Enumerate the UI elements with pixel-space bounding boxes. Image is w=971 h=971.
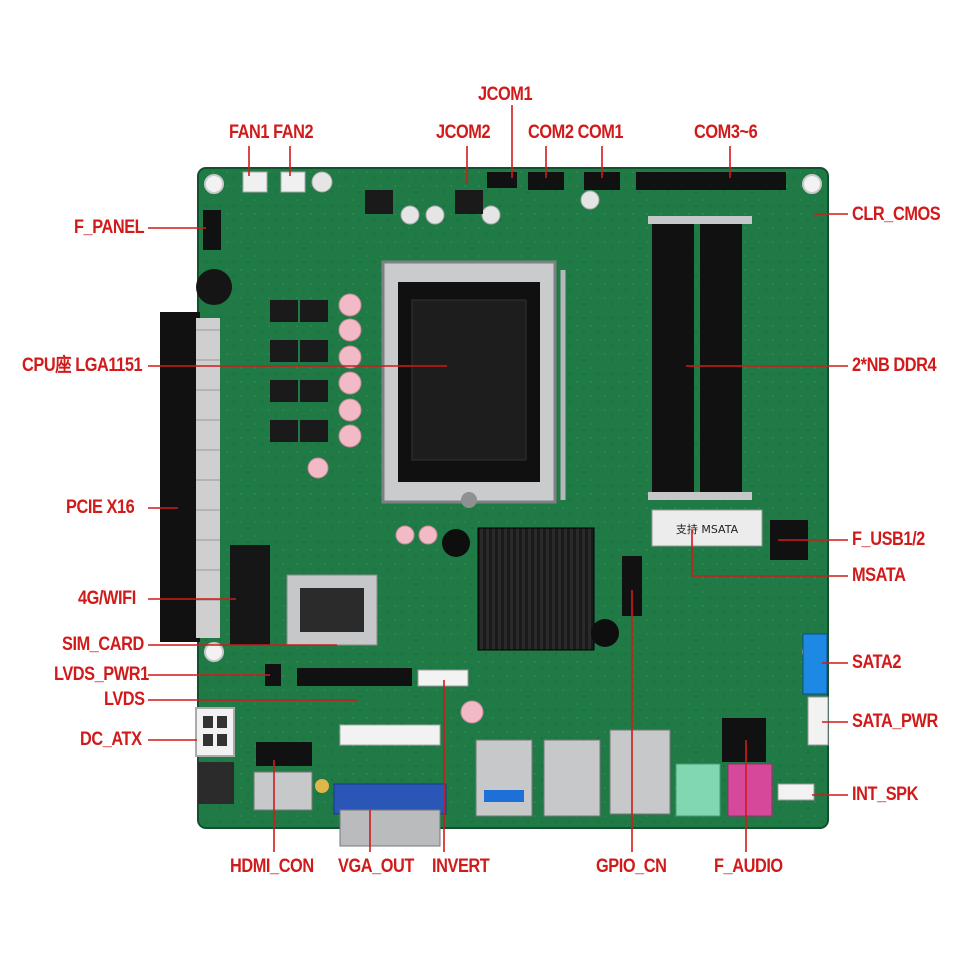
pcie-x16-slot [160, 312, 200, 642]
label-int-spk: INT_SPK [852, 784, 919, 805]
lvds-pwr1-header [265, 664, 281, 686]
label-invert: INVERT [432, 856, 490, 877]
audio-jack-pink [727, 763, 773, 817]
wifi-4g-slot [230, 545, 270, 645]
msata-slot-text: 支持 MSATA [676, 522, 739, 536]
label-4g-wifi: 4G/WIFI [78, 588, 136, 609]
dc-atx-connector [195, 707, 235, 757]
label-f-usb: F_USB1/2 [852, 529, 925, 550]
dc-jack [198, 762, 234, 804]
com1-header [584, 172, 620, 190]
ddr4-slot-2 [700, 222, 742, 494]
lan-port [609, 729, 671, 815]
label-sata-pwr: SATA_PWR [852, 711, 938, 732]
invert-connector [417, 669, 469, 687]
label-msata: MSATA [852, 565, 906, 586]
label-pcie-x16: PCIE X16 [66, 497, 135, 518]
sata-pwr-connector [807, 696, 829, 746]
com3-6-header [636, 172, 786, 190]
audio-jack-green [675, 763, 721, 817]
leader-lines [148, 105, 848, 852]
label-lvds: LVDS [104, 689, 145, 710]
hdmi-connector-header [256, 742, 312, 766]
label-hdmi-con: HDMI_CON [230, 856, 314, 877]
label-nb-ddr4: 2*NB DDR4 [852, 355, 937, 376]
label-jcom2: JCOM2 [436, 122, 491, 143]
label-sim-card: SIM_CARD [62, 634, 144, 655]
label-sata2: SATA2 [852, 652, 901, 673]
ddr4-slot-1 [652, 222, 694, 494]
gpio-header [622, 556, 642, 616]
usb2-ports [543, 739, 601, 817]
f-audio-header [722, 718, 766, 762]
int-spk-connector [777, 783, 815, 801]
vrm-capacitors [270, 171, 600, 724]
msata-slot [651, 509, 763, 547]
label-f-panel: F_PANEL [74, 217, 145, 238]
label-lvds-pwr1: LVDS_PWR1 [54, 664, 149, 685]
vga-port [333, 783, 447, 815]
lvds-connector [297, 668, 412, 686]
label-com2-com1: COM2 COM1 [528, 122, 624, 143]
label-f-audio: F_AUDIO [714, 856, 783, 877]
com2-header [528, 172, 564, 190]
sata2-port [802, 633, 828, 695]
jcom-jumpers [487, 172, 517, 188]
label-fan1-fan2: FAN1 FAN2 [229, 122, 314, 143]
label-com3-6: COM3~6 [694, 122, 758, 143]
label-dc-atx: DC_ATX [80, 729, 142, 750]
label-clr-cmos: CLR_CMOS [852, 204, 941, 225]
usb3-ports [475, 739, 533, 817]
buzzer [196, 269, 232, 305]
label-gpio-cn: GPIO_CN [596, 856, 667, 877]
label-cpu: CPU座 LGA1151 [22, 355, 143, 376]
hdmi-port [253, 771, 313, 811]
label-vga-out: VGA_OUT [338, 856, 414, 877]
chipset-heatsink [477, 527, 595, 651]
label-jcom1: JCOM1 [478, 84, 533, 105]
